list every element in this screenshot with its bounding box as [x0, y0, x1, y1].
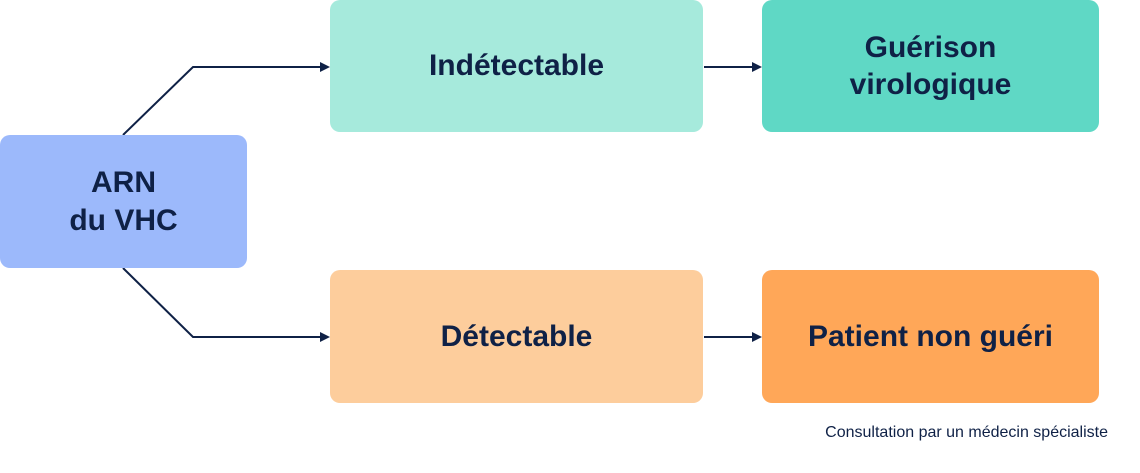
node-guerison-line-1: Guérison — [864, 30, 997, 64]
node-guerison-virologique: Guérison virologique — [762, 0, 1099, 132]
node-indetectable: Indétectable — [330, 0, 703, 132]
node-patient-non-gueri: Patient non guéri — [762, 270, 1099, 403]
node-detectable-label: Détectable — [440, 319, 593, 353]
arrow-arn-to-detectable — [122, 267, 330, 342]
arrow-arn-to-indetectable — [122, 62, 330, 136]
node-arn-line-2: du VHC — [69, 203, 178, 237]
node-non-gueri-label: Patient non guéri — [807, 319, 1053, 353]
node-arn-line-1: ARN — [90, 166, 156, 199]
node-detectable: Détectable — [330, 270, 703, 403]
node-indetectable-label: Indétectable — [428, 49, 605, 83]
node-guerison-line-2: virologique — [849, 68, 1012, 101]
node-arn-vhc: ARN du VHC — [0, 135, 247, 268]
footnote-consultation: Consultation par un médecin spécialiste — [825, 424, 1108, 441]
